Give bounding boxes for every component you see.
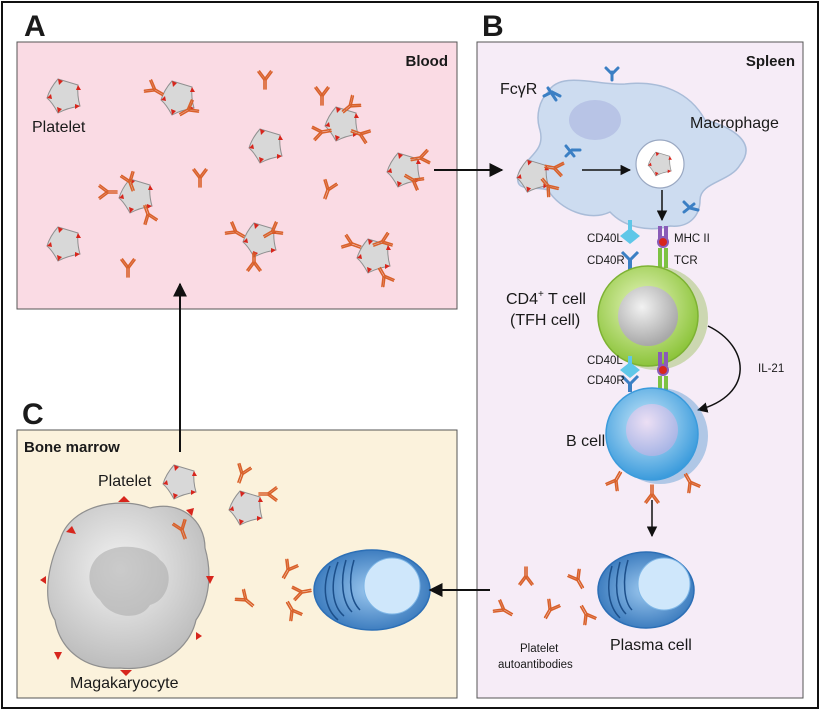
blood-title: Blood [406, 53, 449, 70]
t-cell-label-rest: T cell [544, 291, 586, 308]
blood-platelet-label: Platelet [32, 119, 86, 136]
tfh-label: (TFH cell) [510, 312, 580, 329]
mhc-tcr-bottom [657, 352, 669, 390]
t-cell-label-main: CD4 [506, 291, 538, 308]
plasma-cell-label: Plasma cell [610, 637, 692, 654]
panel-letter-a: A [24, 10, 46, 43]
bone-marrow-title: Bone marrow [24, 439, 120, 456]
tcr-label: TCR [674, 255, 698, 267]
marrow-platelet-label: Platelet [98, 473, 152, 490]
mhc-tcr-top [657, 226, 669, 268]
autoantibodies-line1: Platelet [520, 643, 559, 655]
plasma-cell-marrow [313, 549, 431, 631]
panel-letter-b: B [482, 10, 504, 43]
fcgr-receptors [542, 66, 700, 214]
spleen-title: Spleen [746, 53, 795, 70]
b-cell-label: B cell [566, 433, 605, 450]
macrophage-nucleus [569, 100, 621, 140]
b-cell [605, 387, 708, 484]
plasma-cell-spleen [597, 551, 695, 629]
cd40r-bottom-label: CD40R [587, 375, 625, 387]
autoantibodies-line2: autoantibodies [498, 659, 573, 671]
macrophage-label: Macrophage [690, 115, 779, 132]
mhc-label: MHC II [674, 233, 710, 245]
cd40r-top-label: CD40R [587, 255, 625, 267]
panel-letter-c: C [22, 398, 44, 431]
fcgr-label: FcγR [500, 81, 537, 98]
t-cell [597, 265, 708, 370]
t-cell-label: CD4+ T cell [506, 289, 586, 308]
megakaryocyte-label: Magakaryocyte [70, 675, 179, 692]
cd40l-bottom-label: CD40L [587, 355, 623, 367]
megakaryocyte [40, 496, 214, 676]
cd40-bottom [620, 356, 640, 392]
cd40-top [620, 220, 640, 270]
il21-label: IL-21 [758, 363, 784, 375]
il21-arrow [696, 325, 741, 413]
t-cell-label-sup: + [538, 289, 544, 300]
cd40l-top-label: CD40L [587, 233, 623, 245]
